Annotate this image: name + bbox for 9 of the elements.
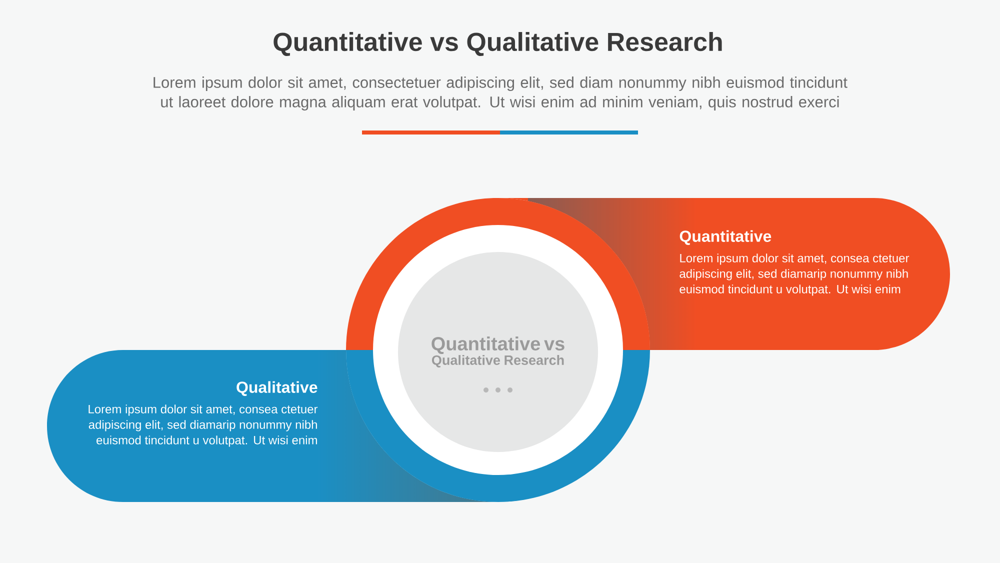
card-heading: Quantitative: [680, 230, 772, 245]
center-subtitle: Qualitative Research: [432, 355, 564, 368]
card-text: Lorem ipsum dolor sit amet, consea ctetuer adipiscing elit, sed diamarip nonummy nibh euismod tincidunt u volutpat. Ut wisi enim: [88, 404, 318, 447]
center-circle: [398, 252, 598, 452]
card-heading: Qualitative: [236, 381, 318, 396]
center-title: Quantitative vs: [432, 336, 564, 354]
card-text: Lorem ipsum dolor sit amet, consea ctetuer adipiscing elit, sed diamarip nonummy nibh euismod tincidunt u volutpat. Ut wisi enim: [680, 254, 910, 296]
title: Quantitative vs Qualitative Research: [274, 32, 722, 56]
subtitle: Lorem ipsum dolor sit amet, consectetuer adipiscing elit, sed diam nonummy nibh euismod tincidunt ut laoreet dolore magna aliquam erat volutpat. Ut wisi enim ad minim veniam, quis nostrud exerci: [154, 76, 848, 110]
